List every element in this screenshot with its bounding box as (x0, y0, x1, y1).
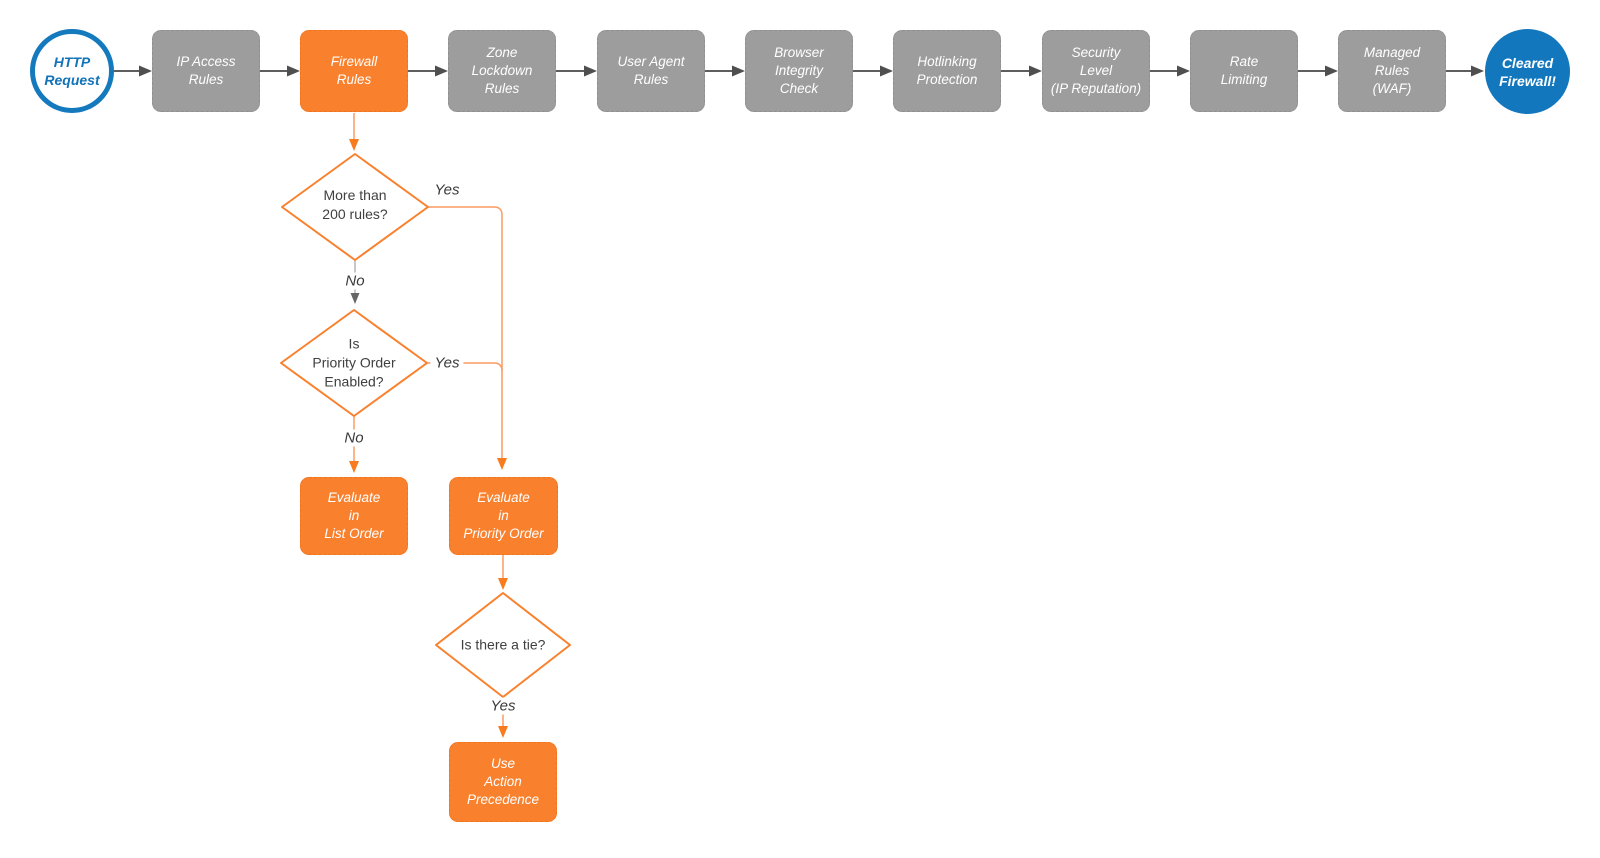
question-is-there-a-tie: Is there a tie? (460, 636, 546, 653)
stage-label: Rate Limiting (1220, 54, 1268, 87)
stage-label: IP Access Rules (176, 54, 236, 87)
stage-hotlinking-protection: Hotlinking Protection (893, 30, 1001, 112)
edge-label-yes-2: Yes (430, 354, 464, 372)
stage-user-agent-rules: User Agent Rules (597, 30, 705, 112)
question-more-than-200-rules: More than 200 rules? (322, 187, 388, 222)
stage-label: Browser Integrity Check (774, 45, 824, 96)
diamond-priority-order-enabled (280, 309, 428, 417)
stage-label: Zone Lockdown Rules (471, 45, 533, 96)
stage-label: Security Level (IP Reputation) (1050, 45, 1142, 96)
edge-label-yes-1: Yes (434, 181, 460, 199)
node-label: Evaluate in Priority Order (463, 490, 544, 541)
diamond-more-than-200-rules (281, 153, 429, 261)
stage-label: Hotlinking Protection (916, 54, 978, 87)
node-http-request: HTTP Request (30, 29, 114, 113)
stage-managed-rules-waf: Managed Rules (WAF) (1338, 30, 1446, 112)
stage-rate-limiting: Rate Limiting (1190, 30, 1298, 112)
node-label: HTTP Request (44, 54, 100, 88)
node-evaluate-in-list-order: Evaluate in List Order (300, 477, 408, 555)
question-priority-order-enabled: Is Priority Order Enabled? (312, 335, 396, 390)
node-use-action-precedence: Use Action Precedence (449, 742, 557, 822)
node-label: Evaluate in List Order (324, 490, 384, 541)
node-label: Use Action Precedence (466, 756, 540, 807)
stage-security-level: Security Level (IP Reputation) (1042, 30, 1150, 112)
edge-label-no-2: No (340, 429, 368, 447)
stage-label: Managed Rules (WAF) (1363, 45, 1421, 96)
node-evaluate-in-priority-order: Evaluate in Priority Order (449, 477, 558, 555)
node-cleared-firewall: Cleared Firewall! (1485, 29, 1570, 114)
stage-label: Firewall Rules (330, 54, 378, 87)
diamond-is-there-a-tie (435, 592, 571, 698)
edge-label-yes-3: Yes (486, 697, 520, 715)
edge-label-no-1: No (341, 272, 369, 290)
stage-ip-access-rules: IP Access Rules (152, 30, 260, 112)
stage-label: User Agent Rules (617, 54, 685, 87)
stage-firewall-rules: Firewall Rules (300, 30, 408, 112)
node-label: Cleared Firewall! (1499, 54, 1556, 89)
stage-browser-integrity-check: Browser Integrity Check (745, 30, 853, 112)
stage-zone-lockdown-rules: Zone Lockdown Rules (448, 30, 556, 112)
